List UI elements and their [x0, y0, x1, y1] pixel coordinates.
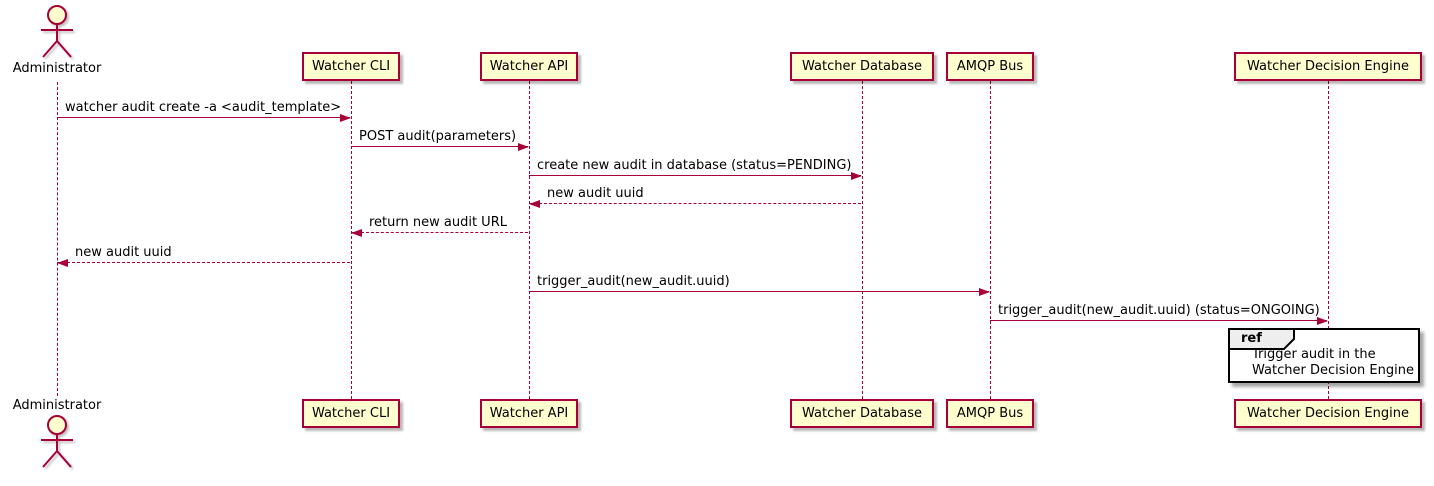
participant-watcher-cli-bottom: Watcher CLI — [302, 399, 400, 428]
lifeline-watcher-database — [862, 81, 863, 399]
participant-watcher-decision-engine-top: Watcher Decision Engine — [1234, 52, 1422, 81]
message-line — [57, 262, 350, 263]
message-line — [351, 232, 528, 233]
message-label: trigger_audit(new_audit.uuid) — [537, 274, 730, 289]
participant-label: Watcher Database — [802, 406, 922, 421]
participant-label: Watcher CLI — [311, 406, 391, 421]
message-label: create new audit in database (status=PEN… — [537, 158, 852, 173]
message-line — [529, 203, 861, 204]
participant-label: AMQP Bus — [956, 59, 1024, 74]
participant-watcher-decision-engine-bottom: Watcher Decision Engine — [1234, 399, 1422, 428]
message-label: return new audit URL — [369, 215, 507, 230]
arrowhead-left-icon — [351, 228, 362, 237]
participant-amqp-bus-bottom: AMQP Bus — [946, 399, 1034, 428]
actor-administrator-icon — [41, 415, 73, 468]
message-line — [990, 320, 1327, 321]
ref-text-line: Trigger audit in the — [1252, 347, 1376, 362]
participant-watcher-database-bottom: Watcher Database — [790, 399, 934, 428]
participant-label: Watcher CLI — [311, 59, 391, 74]
arrowhead-right-icon — [851, 171, 862, 180]
message-label: new audit uuid — [547, 186, 644, 201]
participant-label: AMQP Bus — [956, 406, 1024, 421]
ref-keyword: ref — [1241, 331, 1262, 346]
participant-watcher-database-top: Watcher Database — [790, 52, 934, 81]
lifeline-watcher-api — [529, 81, 530, 399]
lifeline-administrator — [57, 82, 58, 396]
participant-label: Watcher Database — [802, 59, 922, 74]
message-line — [351, 146, 528, 147]
lifeline-watcher-decision-engine — [1328, 81, 1329, 399]
participant-label: Watcher Decision Engine — [1247, 406, 1409, 421]
arrowhead-right-icon — [1317, 316, 1328, 325]
participant-watcher-cli-top: Watcher CLI — [302, 52, 400, 81]
message-label: watcher audit create -a <audit_template> — [65, 100, 342, 115]
arrowhead-left-icon — [529, 199, 540, 208]
ref-text-line: Watcher Decision Engine — [1252, 363, 1414, 378]
actor-administrator-icon — [41, 5, 73, 58]
participant-amqp-bus-top: AMQP Bus — [946, 52, 1034, 81]
message-label: new audit uuid — [75, 245, 172, 260]
message-label: trigger_audit(new_audit.uuid) (status=ON… — [998, 303, 1320, 318]
arrowhead-right-icon — [340, 113, 351, 122]
lifeline-amqp-bus — [990, 81, 991, 399]
participant-watcher-api-bottom: Watcher API — [480, 399, 578, 428]
arrowhead-right-icon — [518, 142, 529, 151]
message-label: POST audit(parameters) — [359, 129, 517, 144]
participant-label: Watcher API — [489, 59, 569, 74]
message-line — [57, 117, 350, 118]
actor-label-bottom: Administrator — [12, 398, 102, 413]
lifeline-watcher-cli — [351, 81, 352, 399]
participant-label: Watcher Decision Engine — [1247, 59, 1409, 74]
ref-fragment: ref Trigger audit in the Watcher Decisio… — [1228, 328, 1420, 383]
arrowhead-right-icon — [979, 287, 990, 296]
arrowhead-left-icon — [57, 258, 68, 267]
actor-label-top: Administrator — [12, 61, 102, 76]
participant-watcher-api-top: Watcher API — [480, 52, 578, 81]
ref-tab-shape — [1228, 328, 1295, 350]
ref-text: Trigger audit in the Watcher Decision En… — [1252, 347, 1414, 379]
message-line — [529, 291, 989, 292]
participant-label: Watcher API — [489, 406, 569, 421]
message-line — [529, 175, 861, 176]
